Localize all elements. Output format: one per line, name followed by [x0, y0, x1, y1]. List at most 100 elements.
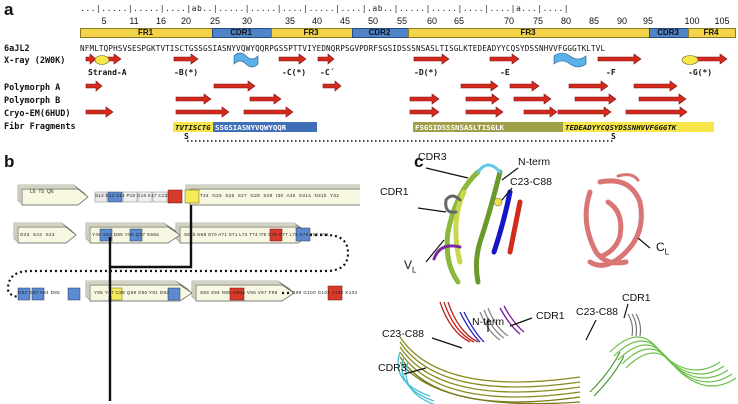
- disulfide-mark: S: [184, 132, 189, 141]
- residue-box: [137, 191, 153, 203]
- fibril-strand: [631, 313, 638, 337]
- label-vl: VL: [404, 258, 417, 275]
- residue-label: S93 S94 N95 H95a V96 V97 F98: [200, 290, 278, 295]
- tick-label: 65: [453, 16, 465, 26]
- strand-block: [21, 188, 89, 206]
- strand-arrow: [175, 93, 212, 105]
- fibril-strand: [625, 352, 737, 387]
- pointer-arrow: [403, 367, 427, 375]
- tick-label: 100: [684, 16, 700, 26]
- fibril-loop: [6, 233, 350, 299]
- strand-arrow: [317, 53, 335, 65]
- row-label-cryo-em: Cryo-EM(6HUD): [4, 109, 71, 119]
- tick-label: 45: [339, 16, 351, 26]
- helix-icon: [233, 52, 259, 68]
- fibril-schematic: [6, 184, 360, 401]
- vl-loop: [476, 163, 502, 174]
- strand-arrow: [574, 93, 617, 105]
- strand-arrow: [557, 106, 612, 118]
- strand-arrow: [85, 53, 97, 65]
- strand-label-d: -D(*): [414, 68, 439, 77]
- row-label-polymorph-a: Polymorph A: [4, 83, 61, 93]
- label-c23c88-bottom: C23-C88: [382, 328, 425, 340]
- strand-arrow: [85, 80, 103, 92]
- tick-label: 40: [311, 16, 323, 26]
- strand-arrow: [489, 53, 520, 65]
- fibril-strand: [627, 313, 634, 337]
- helix-icon: [553, 52, 587, 68]
- strand-arrow: [523, 106, 558, 118]
- structure-illustrations: [397, 163, 737, 404]
- region-label-cdr1: CDR1: [230, 27, 252, 37]
- strand-label-e: -E: [500, 68, 510, 77]
- pointer-arrow: [431, 337, 463, 349]
- fibril-strand: [443, 301, 475, 343]
- region-label-fr3: FR3: [520, 27, 536, 37]
- label-cdr1-left: CDR1: [380, 186, 409, 198]
- disulfide-connector: [108, 205, 193, 401]
- protein-sequence: NFMLTQPHSVSESPGKTVTISCTGSSGSIASNYVQWYQQR…: [80, 44, 606, 53]
- vl-strand: [453, 189, 467, 265]
- strand-arrow: [465, 93, 500, 105]
- strand-arrow: [509, 80, 540, 92]
- strand-arrow: [693, 53, 728, 65]
- region-label-fr4: FR4: [703, 27, 719, 37]
- tick-label: 5: [101, 16, 107, 26]
- cl-strand: [599, 199, 624, 259]
- secondary-structure-arrows: [85, 52, 728, 142]
- tick-label: 11: [129, 16, 139, 26]
- residue-label: S68b N68 S70 A71 S71 L73 T74 I75 S76 G77…: [184, 232, 330, 237]
- tick-label: 20: [180, 16, 192, 26]
- residue-box: [17, 287, 31, 301]
- tick-label: 25: [209, 16, 221, 26]
- fibril-strand: [621, 348, 733, 383]
- label-c23c88-top: C23-C88: [510, 176, 553, 188]
- label-nterm-bottom: N-term: [472, 316, 505, 328]
- fibril-strand: [399, 341, 581, 388]
- residue-box: [94, 191, 108, 203]
- fibril-strand: [613, 340, 725, 375]
- residue-label: G43 S42 S43: [20, 232, 55, 237]
- fibril-strand: [439, 301, 471, 343]
- fibril-strand: [503, 305, 525, 333]
- residue-label: T24 G25 S26 S27 G28 S29 I30 A30 S31a N31…: [200, 193, 340, 198]
- residue-box: [122, 191, 138, 203]
- row-label-seq: 6aJL2: [4, 44, 30, 54]
- tick-label: 16: [155, 16, 167, 26]
- pointer-arrow: [425, 239, 445, 263]
- turn-ellipse-icon: [94, 55, 110, 65]
- vl-loop: [432, 244, 462, 261]
- disulfide-icon: [493, 197, 503, 207]
- strand-block: [17, 226, 77, 244]
- strand-label-c-prime: -C´: [320, 68, 335, 77]
- pointer-arrow: [623, 303, 629, 319]
- fibril-fragment: SSGSIASNYVQWYQQR: [213, 122, 317, 132]
- fibril-strand: [401, 356, 435, 402]
- label-cdr1-bottom: CDR1: [536, 310, 565, 322]
- panel-c: c: [360, 151, 738, 404]
- disulfide-mark: S: [611, 132, 616, 141]
- fibril-strand: [399, 336, 581, 383]
- region-label-cdr3: CDR3: [657, 27, 679, 37]
- strand-label-a: Strand-A: [88, 68, 127, 77]
- residue-box: [107, 191, 123, 203]
- fibril-fragment: TVTISCTG: [173, 122, 213, 132]
- fibril-fragment: TEDEADYYCQSYDSSNHVVFGGGTK: [563, 122, 714, 132]
- strand-arrow: [409, 106, 440, 118]
- fibril-strand: [399, 351, 581, 398]
- turn-ellipse-icon: [681, 55, 699, 65]
- panel-b-label: b: [4, 152, 15, 171]
- residue-box: [167, 287, 181, 301]
- tick-label: 60: [426, 16, 438, 26]
- label-cdr1-right: CDR1: [622, 292, 651, 304]
- strand-arrow: [625, 106, 688, 118]
- fibril-strand: [447, 301, 479, 343]
- strand-arrow: [633, 80, 678, 92]
- residue-box: [229, 287, 245, 301]
- tick-label: 70: [503, 16, 515, 26]
- cl-strand: [587, 178, 644, 268]
- fibril-strand: [617, 344, 729, 379]
- strand-arrow: [460, 80, 499, 92]
- tick-label: 50: [367, 16, 379, 26]
- pointer-arrow: [637, 237, 651, 249]
